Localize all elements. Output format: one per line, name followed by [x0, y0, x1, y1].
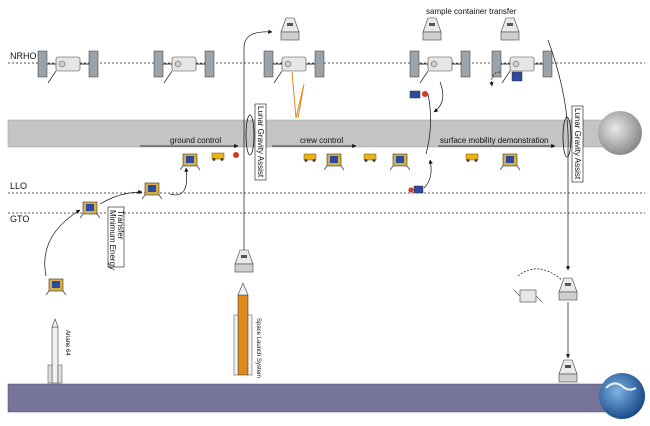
orion-capsule-icon — [280, 17, 300, 41]
sls-rocket-icon — [233, 282, 253, 376]
lander-icon — [323, 153, 345, 171]
sls-label: Space Launch System — [255, 318, 261, 378]
orbit-label-nrho: NRHO — [10, 51, 37, 61]
service-module-icon — [513, 289, 543, 303]
moon-surface-band — [7, 119, 619, 148]
orion-capsule-icon — [558, 359, 578, 383]
rover-icon — [465, 153, 479, 163]
orion-capsule-icon — [422, 17, 442, 41]
lander-icon — [179, 153, 201, 171]
minimum-energy-transfer-label-1: Minimum Energy — [108, 210, 117, 270]
lander-icon — [79, 201, 101, 219]
ground-control-label: ground control — [170, 136, 221, 145]
rover-icon — [363, 153, 377, 163]
lander-icon — [499, 153, 521, 171]
gateway-station-icon — [153, 50, 215, 84]
surface-mobility-label: surface mobility demonstration — [440, 136, 549, 145]
lander-icon — [45, 278, 67, 296]
rover-icon — [211, 152, 225, 162]
lunar-gravity-assist-label-2: Lunar Gravity Assist — [573, 108, 582, 180]
orbit-label-llo: LLO — [10, 181, 27, 191]
orion-capsule-icon — [234, 249, 254, 273]
orbit-label-gto: GTO — [10, 214, 29, 224]
earth-surface-band — [7, 383, 629, 413]
earth-icon — [599, 373, 645, 419]
moon-icon — [598, 111, 642, 155]
gateway-station-icon — [263, 50, 325, 84]
lander-icon — [141, 182, 163, 200]
minimum-energy-transfer-label-2: Transfer — [116, 210, 125, 240]
gateway-station-icon — [37, 50, 99, 84]
sample-container-transfer-label: sample container transfer — [426, 7, 517, 16]
orion-capsule-icon — [558, 277, 578, 301]
gateway-station-icon — [409, 50, 471, 84]
ariane-rocket-icon — [47, 318, 63, 384]
rover-icon — [303, 153, 317, 163]
lander-icon — [389, 153, 411, 171]
ariane-label: Ariane 64 — [64, 330, 70, 356]
orion-capsule-icon — [500, 17, 520, 41]
crew-control-label: crew control — [300, 136, 343, 145]
lunar-gravity-assist-label-1: Lunar Gravity Assist — [256, 106, 265, 178]
